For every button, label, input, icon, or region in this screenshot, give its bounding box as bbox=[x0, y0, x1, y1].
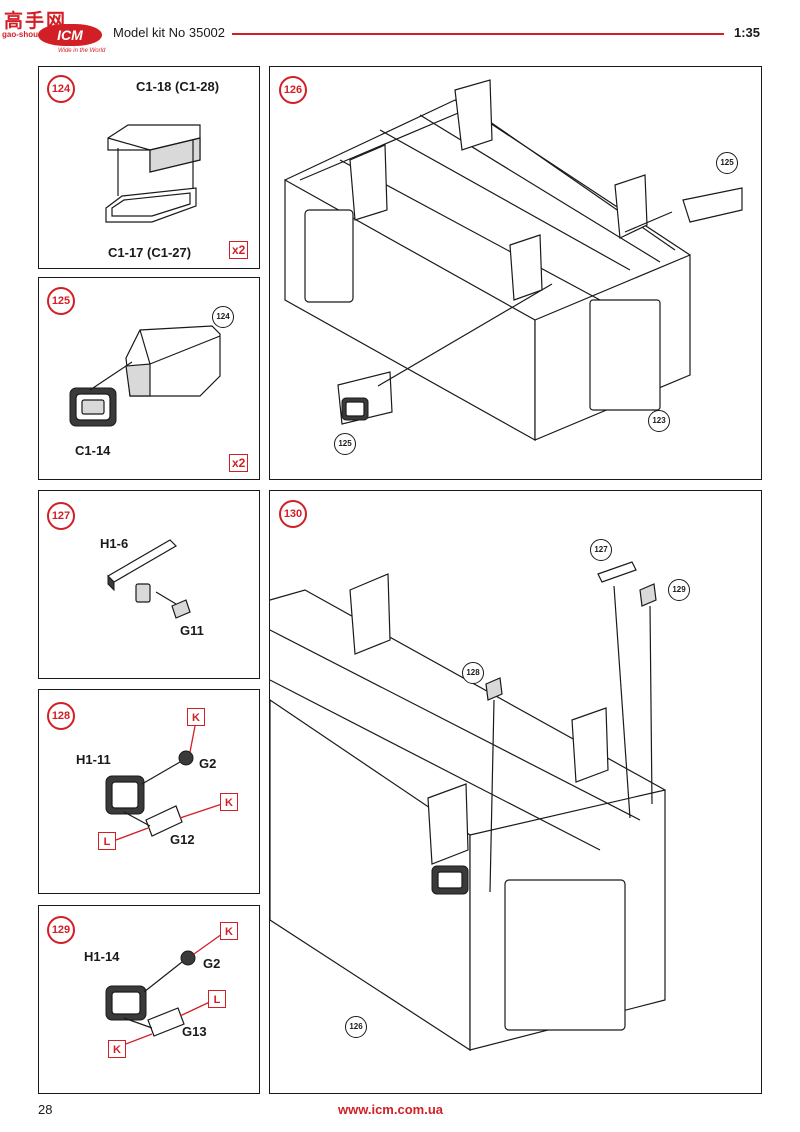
icm-logo: ICM bbox=[38, 24, 102, 46]
vehicle-body-130 bbox=[269, 561, 666, 1052]
part-label-c1-17: C1-17 (C1-27) bbox=[108, 245, 192, 260]
ref-step-127: 127 bbox=[590, 539, 612, 561]
ref-step-129: 129 bbox=[668, 579, 690, 601]
mark-l: L bbox=[98, 832, 116, 850]
step-130-marker: 130 bbox=[279, 500, 307, 528]
ref-step-123: 123 bbox=[648, 410, 670, 432]
footer-url[interactable]: www.icm.com.ua bbox=[338, 1102, 443, 1117]
step-125-marker: 125 bbox=[47, 287, 75, 315]
part-label-c1-14: C1-14 bbox=[75, 443, 111, 458]
part-label-g11: G11 bbox=[180, 623, 204, 638]
watermark-url: gao-shou.com bbox=[2, 30, 57, 39]
step-129-marker: 129 bbox=[47, 916, 75, 944]
panel-step-128 bbox=[38, 689, 260, 894]
mark-k: K bbox=[187, 708, 205, 726]
ref-step-126: 126 bbox=[345, 1016, 367, 1038]
multiplier-badge: x2 bbox=[229, 241, 249, 259]
mark-k: K bbox=[220, 922, 238, 940]
part-label-g12: G12 bbox=[170, 832, 195, 847]
part-c1-18-drawing bbox=[107, 124, 201, 173]
step-128-marker: 128 bbox=[47, 702, 75, 730]
panel-step-124 bbox=[38, 66, 260, 269]
step-126-marker: 126 bbox=[279, 76, 307, 104]
scale-label: 1:35 bbox=[734, 25, 761, 40]
logo-tagline: Wide in the World bbox=[58, 48, 106, 54]
part-label-g2: G2 bbox=[203, 956, 221, 971]
header-rule bbox=[232, 33, 724, 35]
part-label-h1-6: H1-6 bbox=[100, 536, 129, 551]
multiplier-badge: x2 bbox=[229, 454, 249, 472]
part-c1-14-drawing bbox=[69, 387, 117, 427]
step-124-marker: 124 bbox=[47, 75, 75, 103]
vehicle-body-126 bbox=[284, 79, 743, 442]
part-label-g2: G2 bbox=[199, 756, 217, 771]
part-label-c1-18: C1-18 (C1-28) bbox=[136, 79, 220, 94]
part-h1-14-drawing bbox=[105, 950, 196, 1037]
page-number: 28 bbox=[38, 1102, 53, 1117]
ref-step-125: 125 bbox=[716, 152, 738, 174]
part-h1-11-drawing bbox=[105, 750, 194, 837]
part-label-h1-14: H1-14 bbox=[84, 949, 120, 964]
ref-step-125: 125 bbox=[334, 433, 356, 455]
part-label-g13: G13 bbox=[182, 1024, 207, 1039]
ref-step-124: 124 bbox=[212, 306, 234, 328]
mark-l: L bbox=[208, 990, 226, 1008]
part-h1-6-drawing bbox=[107, 539, 191, 619]
mark-k: K bbox=[220, 793, 238, 811]
box-assembly-drawing bbox=[125, 325, 221, 397]
step-127-marker: 127 bbox=[47, 502, 75, 530]
kit-title: Model kit No 35002 bbox=[113, 25, 226, 40]
part-label-h1-11: H1-11 bbox=[76, 752, 111, 767]
mark-k: K bbox=[108, 1040, 126, 1058]
ref-step-128: 128 bbox=[462, 662, 484, 684]
part-c1-17-drawing bbox=[105, 187, 197, 223]
